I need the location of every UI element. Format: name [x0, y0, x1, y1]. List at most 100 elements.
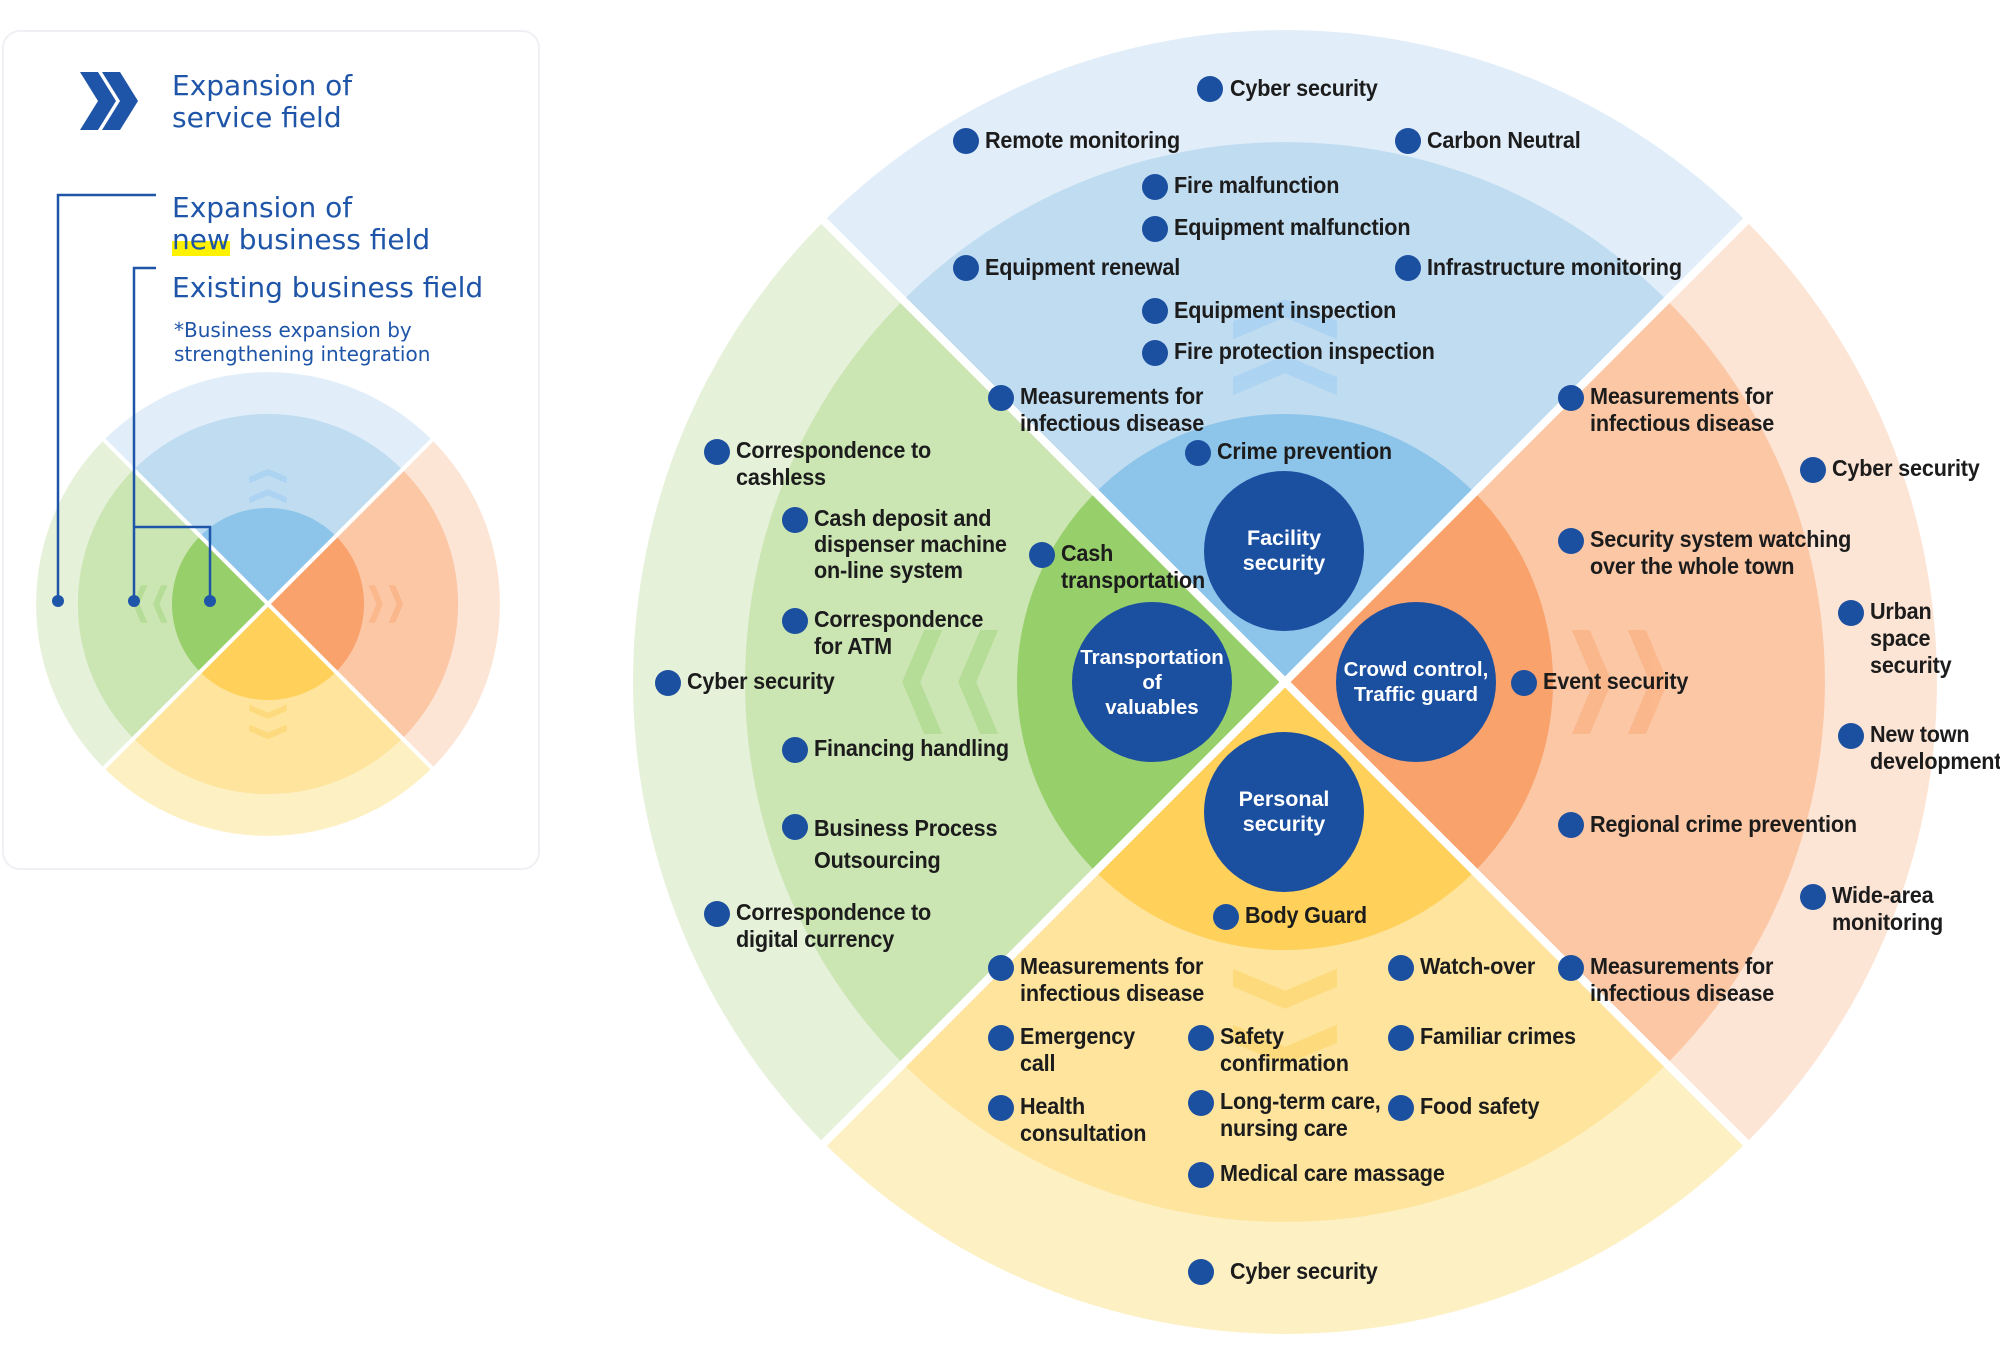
item-cash-deposit-machine: Cash deposit and dispenser machine on-li… [814, 505, 1007, 583]
bullet-icon [782, 737, 808, 763]
bullet-icon [1213, 904, 1239, 930]
item-regional-crime-prevention: Regional crime prevention [1590, 811, 1857, 837]
item-cashless: Correspondence to cashless [736, 437, 932, 490]
item-wide-area-monitoring: Wide-area monitoring [1832, 882, 1944, 935]
item-cash-transportation: Cash transportation [1061, 540, 1205, 593]
bullet-icon [1142, 174, 1168, 200]
mini-right-chevron-icon [368, 585, 404, 623]
item-remote-monitoring: Remote monitoring [985, 127, 1181, 153]
item-right-infectious-disease: Measurements for infectious disease [1590, 383, 1775, 436]
item-carbon-neutral: Carbon Neutral [1427, 127, 1581, 153]
mini-divider [99, 435, 437, 773]
bullet-icon [988, 385, 1014, 411]
bullet-icon [1142, 298, 1168, 324]
main-right-ring-1 [1285, 300, 1825, 1064]
main-bottom-ring-1 [903, 682, 1667, 1222]
bullet-icon [1388, 1025, 1414, 1051]
bullet-icon [782, 507, 808, 533]
item-equipment-inspection: Equipment inspection [1174, 297, 1397, 323]
bullet-icon [1142, 340, 1168, 366]
bullet-icon [1395, 255, 1421, 281]
bullet-icon [1838, 723, 1864, 749]
item-medical-care-massage: Medical care massage [1220, 1160, 1445, 1186]
item-crime-prevention: Crime prevention [1217, 438, 1392, 464]
bullet-icon [1029, 542, 1055, 568]
bullet-icon [1558, 528, 1584, 554]
mini-left-ring-2 [171, 536, 268, 672]
bullet-icon [1142, 216, 1168, 242]
mini-top-chevron-icon [249, 468, 287, 504]
item-fire-malfunction: Fire malfunction [1174, 172, 1340, 198]
bullet-icon [988, 1025, 1014, 1051]
item-new-town-development: New town development [1870, 721, 2000, 774]
item-health-consultation: Health consultation [1020, 1093, 1147, 1146]
legend-note: *Business expansion by strengthening int… [174, 318, 431, 366]
item-right-cyber-security: Cyber security [1832, 455, 1980, 481]
double-chevron-right-icon [80, 72, 138, 130]
mini-bottom-ring-2 [200, 604, 336, 701]
bullet-icon [953, 255, 979, 281]
bullet-icon [782, 608, 808, 634]
bullet-icon [704, 901, 730, 927]
bullet-icon [704, 439, 730, 465]
item-equipment-malfunction: Equipment malfunction [1174, 214, 1411, 240]
main-left-ring-1 [745, 300, 1285, 1064]
bullet-icon [1197, 76, 1223, 102]
main-top-ring-1 [903, 142, 1667, 683]
item-familiar-crimes: Familiar crimes [1420, 1023, 1576, 1049]
bullet-icon [953, 128, 979, 154]
item-financing-handling: Financing handling [814, 735, 1009, 761]
item-right-infectious-disease-2: Measurements for infectious disease [1590, 953, 1775, 1006]
item-emergency-call: Emergency call [1020, 1023, 1135, 1076]
bullet-icon [988, 1095, 1014, 1121]
item-body-guard: Body Guard [1245, 902, 1367, 928]
mini-bottom-chevron-icon [249, 704, 287, 740]
legend-service-field: Expansion of service field [172, 69, 353, 134]
item-safety-confirmation: Safety confirmation [1220, 1023, 1349, 1076]
core-personal-security: Personal security [1204, 732, 1364, 892]
bullet-icon [1558, 955, 1584, 981]
bullet-icon [1800, 884, 1826, 910]
item-urban-space-security: Urban space security [1870, 598, 1952, 678]
main-left-chevron-icon [902, 630, 999, 734]
legend-existing: Existing business field [172, 271, 484, 304]
bullet-icon [1395, 128, 1421, 154]
bullet-icon [782, 814, 808, 840]
core-facility-security: Facility security [1204, 471, 1364, 631]
bullet-icon [1188, 1162, 1214, 1188]
business-field-diagram [633, 30, 1937, 1334]
bullet-icon [1511, 670, 1537, 696]
item-event-security: Event security [1543, 668, 1689, 694]
item-top-infectious-disease: Measurements for infectious disease [1020, 383, 1205, 436]
bullet-icon [1388, 955, 1414, 981]
legend-mini-diagram [36, 372, 500, 836]
bullet-icon [1185, 440, 1211, 466]
bullet-icon [1838, 600, 1864, 626]
bullet-icon [1188, 1025, 1214, 1051]
bullet-icon [988, 955, 1014, 981]
item-security-system-town: Security system watching over the whole … [1590, 526, 1852, 579]
item-food-safety: Food safety [1420, 1093, 1540, 1119]
item-watch-over: Watch-over [1420, 953, 1536, 979]
item-top-cyber-security: Cyber security [1230, 75, 1378, 101]
item-bpo: Business Process Outsourcing [814, 815, 998, 873]
item-bottom-infectious-disease: Measurements for infectious disease [1020, 953, 1205, 1006]
main-top-chevron-icon [1233, 299, 1337, 396]
bullet-icon [1558, 812, 1584, 838]
item-fire-protection-inspection: Fire protection inspection [1174, 338, 1435, 364]
item-left-cyber-security: Cyber security [687, 668, 835, 694]
bullet-icon [1800, 457, 1826, 483]
main-divider [817, 214, 1753, 1150]
main-right-chevron-icon [1571, 630, 1668, 734]
bullet-icon [1388, 1095, 1414, 1121]
item-correspondence-atm: Correspondence for ATM [814, 606, 984, 659]
bullet-icon [1558, 385, 1584, 411]
core-crowd-control: Crowd control, Traffic guard [1336, 602, 1496, 762]
item-infrastructure-monitoring: Infrastructure monitoring [1427, 254, 1682, 280]
item-digital-currency: Correspondence to digital currency [736, 899, 932, 952]
item-long-term-care: Long-term care, nursing care [1220, 1088, 1381, 1141]
bullet-icon [1188, 1090, 1214, 1116]
main-bottom-chevron-icon [1233, 968, 1337, 1065]
